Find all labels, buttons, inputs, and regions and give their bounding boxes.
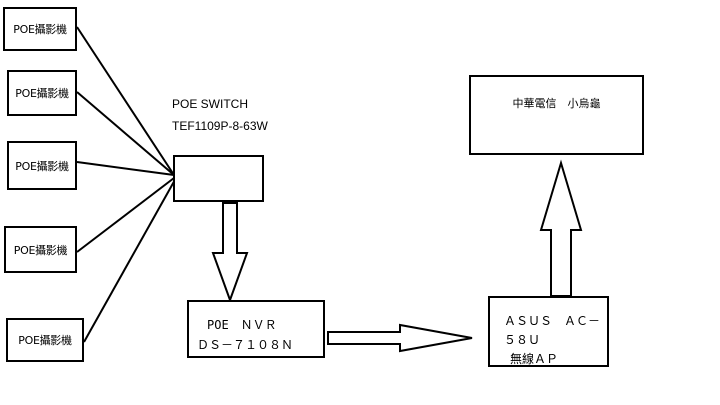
modem-box: 中華電信 小烏龜 bbox=[469, 75, 644, 155]
camera-box-3: POE攝影機 bbox=[7, 141, 77, 190]
camera-3-link bbox=[76, 161, 175, 176]
arrow-nvr-to-ap-icon bbox=[327, 323, 473, 353]
arrow-switch-to-nvr-icon bbox=[211, 202, 249, 303]
camera-5-link bbox=[83, 177, 177, 343]
camera-box-5: POE攝影機 bbox=[6, 318, 84, 362]
camera-4-link bbox=[76, 177, 175, 253]
poe-switch-box bbox=[173, 155, 264, 202]
camera-label: POE攝影機 bbox=[15, 159, 69, 173]
nvr-label-line1: POE ＮＶＲ bbox=[207, 318, 277, 332]
switch-model: TEF1109P-8-63W bbox=[172, 119, 268, 133]
camera-label: POE攝影機 bbox=[18, 334, 72, 347]
arrow-ap-to-modem-icon bbox=[539, 159, 583, 297]
camera-box-2: POE攝影機 bbox=[7, 70, 77, 116]
camera-label: POE攝影機 bbox=[15, 87, 69, 100]
camera-1-link bbox=[76, 26, 175, 176]
ap-label-line3: 無線ＡＰ bbox=[510, 352, 559, 366]
nvr-model: ＤＳ－７１０８Ｎ bbox=[197, 338, 294, 352]
ap-box: ＡＳＵＳ ＡＣ－ ５８Ｕ 無線ＡＰ bbox=[488, 296, 609, 367]
camera-2-link bbox=[76, 91, 175, 176]
switch-title: POE SWITCH bbox=[172, 97, 249, 111]
ap-label-line2: ５８Ｕ bbox=[504, 333, 541, 347]
camera-box-4: POE攝影機 bbox=[4, 226, 77, 273]
ap-label-line1: ＡＳＵＳ ＡＣ－ bbox=[504, 314, 601, 328]
camera-box-1: POE攝影機 bbox=[3, 7, 77, 51]
nvr-box: POE ＮＶＲ ＤＳ－７１０８Ｎ bbox=[187, 300, 325, 358]
modem-label: 中華電信 小烏龜 bbox=[512, 97, 601, 110]
camera-label: POE攝影機 bbox=[13, 243, 68, 257]
camera-label: POE攝影機 bbox=[13, 23, 67, 36]
